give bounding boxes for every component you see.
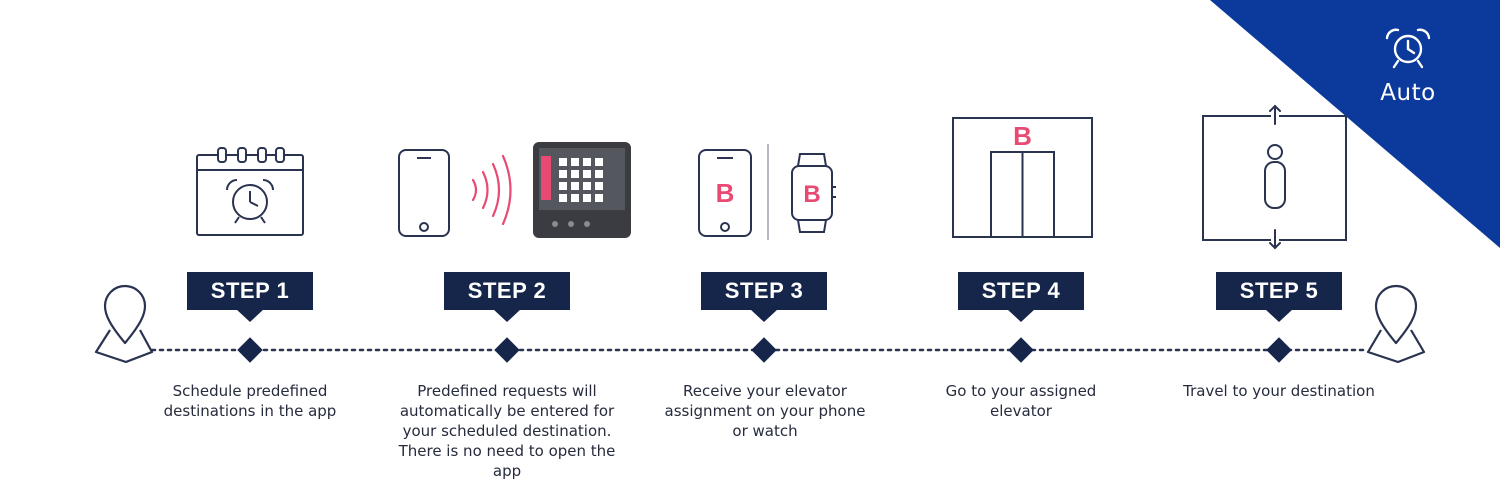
calendar-alarm-icon: [196, 147, 304, 236]
timeline: [94, 284, 1426, 364]
step-4-marker: [1008, 337, 1034, 363]
watch-letter-b: B: [803, 181, 820, 208]
start-pin-icon: [94, 284, 154, 364]
phone-letter-b: B: [716, 178, 735, 208]
step-5-marker: [1266, 337, 1292, 363]
phone-to-panel-icon: [398, 142, 631, 238]
alarm-clock-icon: [1385, 28, 1431, 69]
step-5-badge: STEP 5: [1216, 272, 1342, 322]
step-4-badge: STEP 4: [958, 272, 1084, 322]
auto-label: Auto: [1380, 80, 1436, 106]
elevator-letter-b: B: [1013, 121, 1032, 151]
end-pin-icon: [1366, 284, 1426, 364]
step-1-label: STEP 1: [210, 278, 290, 303]
step-3-description: Receive your elevator assignment on your…: [664, 382, 866, 440]
elevator-person-icon: [1202, 100, 1347, 252]
step-1-description: Schedule predefined destinations in the …: [163, 382, 337, 420]
step-3-badge: STEP 3: [701, 272, 827, 322]
step-3-marker: [751, 337, 777, 363]
step-2-label: STEP 2: [467, 278, 547, 303]
step-4-description: Go to your assigned elevator: [945, 382, 1097, 420]
step-3-label: STEP 3: [724, 278, 804, 303]
step-2-description: Predefined requests will automatically b…: [398, 382, 616, 480]
step-1-marker: [237, 337, 263, 363]
step-1-badge: STEP 1: [187, 272, 313, 322]
step-5-label: STEP 5: [1239, 278, 1319, 303]
step-4-label: STEP 4: [981, 278, 1061, 303]
elevator-doors-icon: B: [952, 117, 1093, 238]
phone-watch-icon: B B: [698, 144, 836, 240]
step-5-description: Travel to your destination: [1183, 382, 1375, 400]
step-2-marker: [494, 337, 520, 363]
step-2-badge: STEP 2: [444, 272, 570, 322]
